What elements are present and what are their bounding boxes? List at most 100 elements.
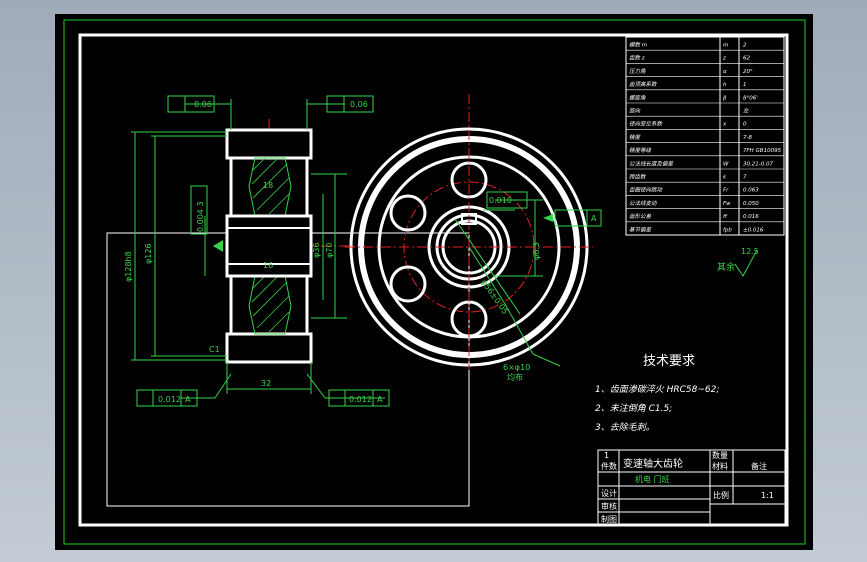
dim-root: φ126 xyxy=(144,243,153,264)
front-tol-frame xyxy=(486,191,528,209)
title-quantity-value: 1 xyxy=(604,451,609,460)
table-cell-label: 压力角 xyxy=(629,68,646,75)
table-cell-label: 螺旋角 xyxy=(629,94,646,101)
runout-left-value: 0.012 xyxy=(158,395,181,404)
dim-bore-1: φ36 xyxy=(312,243,321,258)
chamfer-label: C1 xyxy=(209,345,220,354)
hole-lower-left xyxy=(389,265,427,303)
side-web-top xyxy=(229,156,309,218)
title-scale-label: 比例 xyxy=(713,490,729,500)
front-depth: φ6.3 xyxy=(532,242,541,260)
runout-right-datum: A xyxy=(377,395,383,404)
table-cell-value: 30.21-0.07 xyxy=(743,161,773,167)
side-dimensions xyxy=(131,99,385,399)
table-cell-symbol: W xyxy=(723,161,729,167)
table-cell-label: 精度等级 xyxy=(629,147,652,154)
table-cell-symbol: β xyxy=(723,95,727,101)
table-cell-label: 齿圈径向跳动 xyxy=(629,187,664,194)
title-drafter-label: 制图 xyxy=(601,514,617,524)
table-cell-symbol: Fw xyxy=(723,201,731,207)
front-holes-note: 6×φ10 xyxy=(503,363,530,372)
table-cell-value: 1 xyxy=(743,82,747,88)
dim-width: 32 xyxy=(261,379,271,388)
dim-hub-width: 18 xyxy=(263,181,273,190)
datum-triangle xyxy=(213,240,223,252)
inner-frame xyxy=(78,33,789,527)
table-cell-symbol: Fr xyxy=(723,188,729,194)
table-cell-label: 基节偏差 xyxy=(629,226,652,233)
dim-outer: φ128h8 xyxy=(124,251,133,282)
roughness-value: 12.5 xyxy=(741,247,759,256)
table-cell-symbol: m xyxy=(723,43,728,49)
gear-drawing: 0.06 0.06 0.012 A 0.012 A 32 18 16 C1 φ1… xyxy=(63,19,806,545)
side-hub xyxy=(225,214,313,278)
table-cell-value: 0.063 xyxy=(743,188,759,194)
front-datum-frame xyxy=(554,209,602,227)
table-cell-label: 公法线长度及偏差 xyxy=(629,160,674,167)
runout-frame-left xyxy=(136,389,198,407)
title-remark-label: 备注 xyxy=(751,461,767,471)
table-cell-symbol: x xyxy=(722,122,727,128)
table-cell-value: 7FH GB10095 xyxy=(743,148,782,154)
table-cell-value: 0 xyxy=(743,122,747,128)
table-cell-value: 20° xyxy=(743,69,753,75)
requirement-2: 2、未注倒角 C1.5; xyxy=(595,403,672,414)
table-cell-label: 齿数 z xyxy=(629,55,645,62)
flatness-frame-right xyxy=(326,95,374,113)
outer-frame xyxy=(63,19,806,545)
table-cell-label: 模数 m xyxy=(629,42,647,49)
title-quantity-label: 件数 xyxy=(601,461,617,471)
front-datum: A xyxy=(591,214,597,223)
title-block xyxy=(597,449,786,526)
table-cell-value: 0.016 xyxy=(743,214,759,220)
table-cell-symbol: fpb xyxy=(723,227,732,233)
side-rim-bottom xyxy=(225,332,313,364)
table-cell-value: 62 xyxy=(743,56,750,62)
keyway xyxy=(461,213,477,225)
flatness-right-value: 0.06 xyxy=(350,100,368,109)
roughness-symbol: 12.5 其余 xyxy=(717,247,759,277)
hub-tol-frame xyxy=(190,185,208,235)
table-cell-value: ±0.016 xyxy=(743,227,764,233)
flatness-left-value: 0.06 xyxy=(194,100,212,109)
table-cell-value: 0.050 xyxy=(743,201,759,207)
table-cell-symbol: h xyxy=(723,82,727,88)
title-part-name: 变速轴大齿轮 xyxy=(623,457,683,470)
runout-right-value: 0.012 xyxy=(349,395,372,404)
side-rim-top xyxy=(225,128,313,160)
front-holes-suffix: 均布 xyxy=(507,372,523,382)
dim-hub-tol: 0.004 3 xyxy=(196,201,205,232)
title-extra: 数量 xyxy=(712,450,728,460)
requirement-3: 3、去除毛刺。 xyxy=(595,422,655,433)
table-cell-value: 2 xyxy=(743,43,747,49)
dim-key: 16 xyxy=(263,261,273,270)
roughness-label: 其余 xyxy=(717,261,735,273)
side-view xyxy=(213,119,365,364)
title-school: 机电 门班 xyxy=(635,474,670,484)
side-web-bottom xyxy=(229,274,309,336)
title-checker-label: 审核 xyxy=(601,501,617,511)
table-cell-value: 左 xyxy=(743,108,750,115)
runout-frame-right xyxy=(328,389,390,407)
table-cell-label: 径向变位系数 xyxy=(629,121,664,128)
front-view xyxy=(345,94,593,370)
table-cell-symbol: z xyxy=(722,56,726,62)
table-cell-label: 齿顶高系数 xyxy=(629,81,658,88)
table-cell-label: 公法线变动 xyxy=(629,200,658,207)
table-cell-value: 7 xyxy=(743,175,747,181)
table-cell-symbol: k xyxy=(723,175,727,181)
table-cell-symbol: α xyxy=(723,69,727,75)
table-cell-symbol: ff xyxy=(723,214,728,220)
title-scale-value: 1:1 xyxy=(761,491,774,500)
technical-requirements: 技术要求 1、齿面渗碳淬火 HRC58~62; 2、未注倒角 C1.5; 3、去… xyxy=(595,354,719,433)
table-cell-label: 齿形公差 xyxy=(629,213,652,220)
front-keyway-value: 0.010 xyxy=(489,196,512,205)
table-cell-label: 跨齿数 xyxy=(629,174,647,181)
flatness-frame-left xyxy=(167,95,215,113)
title-material-label: 材料 xyxy=(712,461,728,471)
table-cell-label: 精度 xyxy=(629,134,642,141)
title-designer-label: 设计 xyxy=(601,488,617,498)
